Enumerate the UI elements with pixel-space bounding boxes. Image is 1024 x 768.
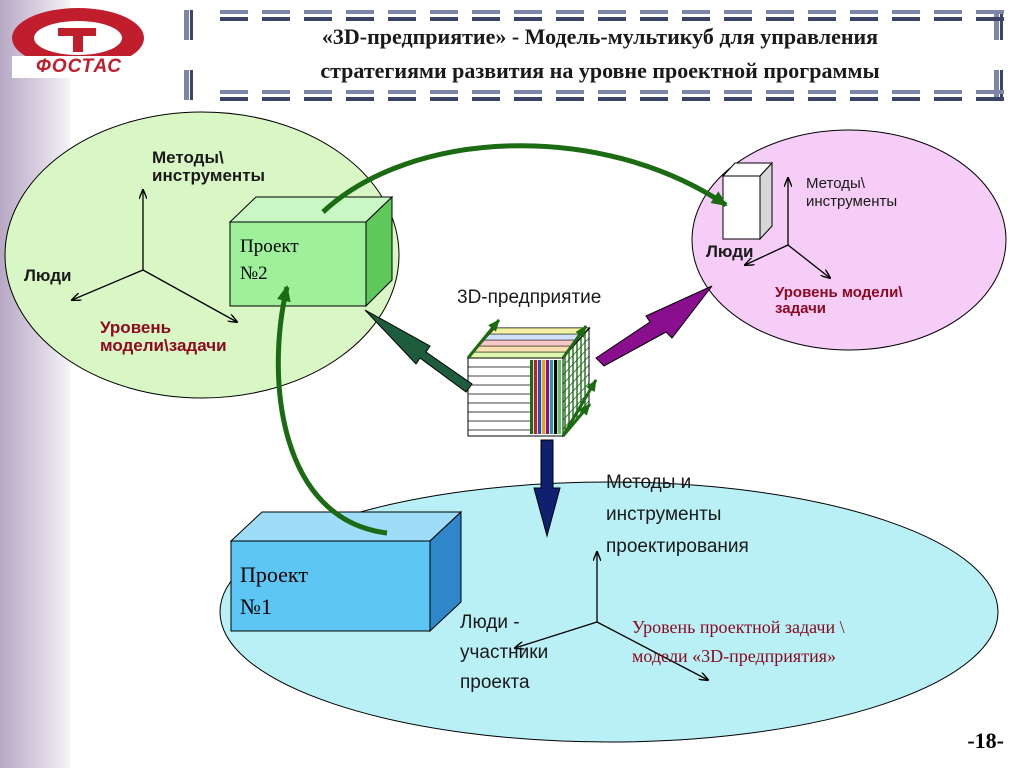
dark-green-arrow xyxy=(364,309,473,393)
bottom-people-label-2: участники xyxy=(460,642,549,663)
project-2-label-1: Проект xyxy=(240,236,299,257)
right-methods-label-1: Методы\ xyxy=(806,175,865,192)
left-level-label-1: Уровень xyxy=(100,318,172,337)
bottom-people-label-3: проекта xyxy=(460,672,530,693)
right-level-label-1: Уровень модели\ xyxy=(775,284,903,301)
curved-arrows xyxy=(275,143,728,536)
project-1-box xyxy=(229,510,463,633)
left-level-label-2: модели\задачи xyxy=(100,336,227,355)
bottom-people-label-1: Люди - xyxy=(460,612,520,633)
center-label: 3D-предприятие xyxy=(457,287,602,308)
left-sphere xyxy=(4,111,400,399)
right-small-box xyxy=(721,161,774,241)
bottom-level-label-2: модели «3D-предприятия» xyxy=(632,646,836,666)
bottom-methods-label-1: Методы и xyxy=(606,472,692,493)
multicube xyxy=(466,326,591,438)
project-2-label-2: №2 xyxy=(240,263,268,284)
project-1-label-1: Проект xyxy=(240,562,308,587)
page-title-line-1: «3D-предприятие» - Модель-мультикуб для … xyxy=(321,24,879,49)
right-level-label-2: задачи xyxy=(775,300,827,317)
left-methods-label-1: Методы\ xyxy=(152,148,224,167)
right-methods-label-2: инструменты xyxy=(806,193,898,210)
left-methods-label-2: инструменты xyxy=(152,166,266,185)
right-people-label: Люди xyxy=(706,242,754,261)
purple-arrow xyxy=(595,285,713,367)
page-number: -18- xyxy=(967,728,1004,753)
logo-text: ФОСТАС xyxy=(12,56,146,78)
bottom-methods-label-2: инструменты xyxy=(606,504,722,525)
project-1-label-2: №1 xyxy=(240,594,272,619)
project-2-box xyxy=(228,195,394,308)
bottom-axes xyxy=(515,552,708,680)
left-people-label: Люди xyxy=(24,266,72,285)
title-frame xyxy=(184,10,1004,101)
left-axes xyxy=(72,190,237,322)
right-axes xyxy=(745,178,830,278)
bottom-level-label-1: Уровень проектной задачи \ xyxy=(632,617,845,637)
fostas-logo xyxy=(12,8,144,68)
left-gradient-band xyxy=(0,0,70,768)
navy-down-arrow xyxy=(533,439,561,538)
bottom-methods-label-3: проектирования xyxy=(606,536,749,557)
page-title-line-2: стратегиями развития на уровне проектной… xyxy=(320,58,880,83)
